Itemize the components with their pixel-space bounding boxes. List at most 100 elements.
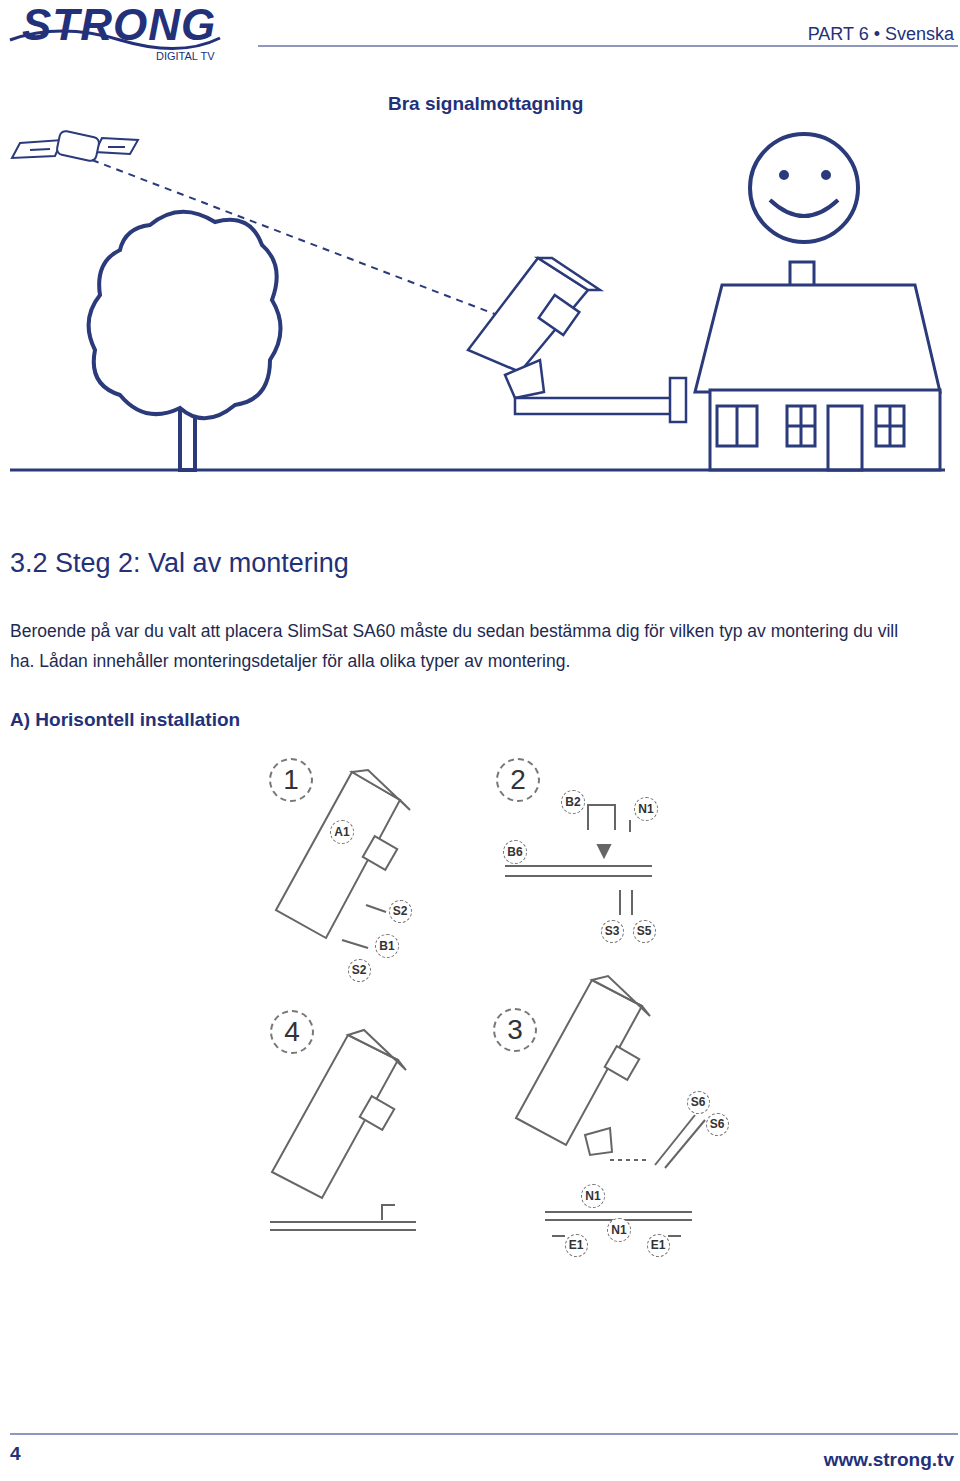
figure-title: Bra signalmottagning <box>388 93 583 115</box>
step-number: 1 <box>283 766 299 794</box>
satellite <box>30 149 50 150</box>
mount-sketch <box>516 976 705 1236</box>
page-number: 4 <box>10 1443 21 1465</box>
part-code: S2 <box>352 964 367 976</box>
part-code: N1 <box>638 803 653 815</box>
house <box>717 406 757 446</box>
part-callout: E1 <box>647 1234 670 1257</box>
satellite-dish <box>468 258 686 422</box>
tree <box>89 212 281 419</box>
smiley <box>750 134 858 242</box>
house <box>695 262 940 470</box>
satellite <box>56 130 100 162</box>
part-callout: N1 <box>634 797 658 821</box>
rule-line <box>258 45 958 46</box>
section-heading: 3.2 Steg 2: Val av montering <box>10 548 349 579</box>
satellite-dish <box>670 378 686 422</box>
mount-sketch <box>363 836 398 870</box>
house <box>787 425 815 428</box>
part-code: B6 <box>507 846 522 858</box>
step-number-circle: 1 <box>269 758 313 802</box>
satellite <box>108 146 125 148</box>
mount-sketch <box>366 905 386 912</box>
satellite <box>12 130 138 162</box>
mount-sketch <box>588 805 615 830</box>
part-code: S6 <box>710 1118 725 1130</box>
house <box>787 406 815 446</box>
mount-sketch <box>382 1205 395 1220</box>
part-callout: S6 <box>687 1091 710 1114</box>
mount-sketch <box>552 1235 565 1237</box>
satellite <box>95 138 138 154</box>
rule-line <box>10 1433 958 1434</box>
step-number: 2 <box>510 766 526 794</box>
brand-subtitle: DIGITAL TV <box>156 50 214 62</box>
smiley <box>770 200 838 216</box>
subheading: A) Horisontell installation <box>10 709 240 731</box>
part-code: E1 <box>651 1239 666 1251</box>
rule-line <box>10 46 958 1434</box>
mount-sketch <box>629 820 631 832</box>
part-callout: S3 <box>601 920 624 943</box>
part-callout: B2 <box>561 790 585 814</box>
satellite-dish <box>539 295 580 335</box>
step-number-circle: 2 <box>496 758 540 802</box>
satellite-dish <box>538 258 600 290</box>
part-code: N1 <box>585 1190 600 1202</box>
part-callout: A1 <box>330 820 354 844</box>
smiley <box>781 172 787 178</box>
brand-logo: STRONG <box>22 0 216 50</box>
house <box>695 285 940 392</box>
step-number: 4 <box>284 1018 300 1046</box>
mount-sketch <box>342 940 368 948</box>
mount-sketch <box>352 770 410 810</box>
mount-sketch <box>668 1235 681 1237</box>
part-callout: S6 <box>706 1113 729 1136</box>
smiley <box>750 134 858 242</box>
mount-sketch <box>505 865 652 867</box>
mount-sketch <box>598 845 610 857</box>
mount-sketch <box>605 1046 640 1080</box>
mount-sketch <box>505 875 652 877</box>
part-callout: B1 <box>375 934 399 958</box>
mount-sketch <box>516 980 642 1145</box>
part-code: S2 <box>393 905 408 917</box>
mount-sketch <box>545 1211 692 1213</box>
mount-sketch <box>631 890 633 915</box>
part-code: B1 <box>379 940 394 952</box>
tree <box>89 212 281 470</box>
mount-sketch <box>505 805 652 915</box>
mount-sketch <box>348 1030 406 1070</box>
part-callout: N1 <box>581 1184 605 1208</box>
house <box>876 425 904 428</box>
mount-sketch <box>665 1120 705 1168</box>
mount-sketch <box>610 1159 650 1161</box>
part-callout: N1 <box>607 1218 631 1242</box>
part-code: S6 <box>691 1096 706 1108</box>
satellite <box>12 140 62 158</box>
house <box>736 406 739 446</box>
satellite-dish <box>505 360 544 398</box>
mount-sketch <box>592 976 650 1016</box>
part-code: N1 <box>611 1224 626 1236</box>
smiley <box>823 172 829 178</box>
mount-sketch <box>272 1035 398 1198</box>
page-section: PART 6 • Svenska <box>808 24 954 45</box>
house <box>828 406 862 470</box>
mount-sketch <box>619 890 621 915</box>
satellite-dish <box>515 398 675 414</box>
mount-sketch <box>360 1096 395 1130</box>
mount-sketch <box>270 1229 416 1231</box>
ground-line <box>10 469 945 472</box>
part-code: E1 <box>569 1239 584 1251</box>
part-code: B2 <box>565 796 580 808</box>
ground-line <box>10 469 945 472</box>
mount-sketch <box>270 1030 416 1230</box>
step-number: 3 <box>507 1016 523 1044</box>
part-code: A1 <box>334 826 349 838</box>
mount-sketch <box>585 1128 612 1155</box>
house <box>876 406 904 446</box>
house <box>710 390 940 470</box>
part-callout: B6 <box>503 840 527 864</box>
